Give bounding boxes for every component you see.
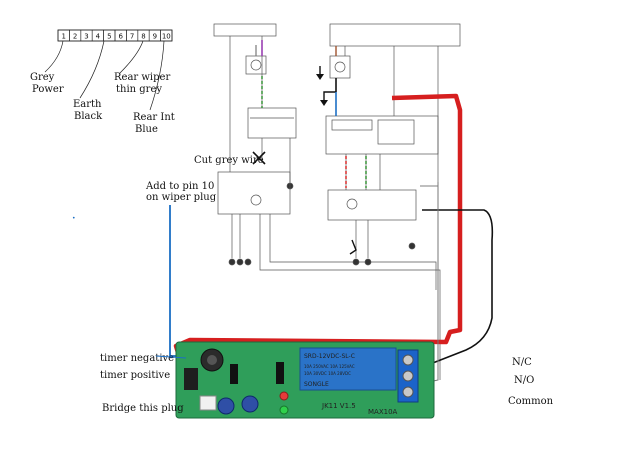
- label-no: N/O: [514, 375, 534, 386]
- label-rear-int-2: Blue: [135, 124, 158, 135]
- label-earth-2: Black: [74, 111, 103, 122]
- red-wire: [173, 93, 463, 369]
- label-cut-grey-wire: Cut grey wire: [194, 155, 264, 166]
- label-common: Common: [508, 396, 554, 407]
- label-earth-1: Earth: [73, 99, 102, 110]
- label-rear-int-1: Rear Int: [133, 112, 175, 123]
- relay-model-text: SRD-12VDC-SL-C: [304, 353, 355, 360]
- plug-pin-number: 2: [73, 33, 77, 41]
- label-rear-wiper-1: Rear wiper: [114, 72, 170, 83]
- plug-pin-number: 8: [141, 33, 145, 41]
- label-timer-positive: timer positive: [100, 370, 170, 381]
- plug-pin-number: 4: [96, 33, 101, 41]
- relay-body: [299, 347, 397, 391]
- label-add-pin-1: Add to pin 10: [145, 181, 214, 192]
- label-bridge-plug: Bridge this plug: [102, 403, 184, 414]
- plug-pin-number: 6: [118, 33, 123, 41]
- plug-pin-number: 7: [130, 33, 134, 41]
- plug-pin-number: 9: [153, 33, 157, 41]
- relay-rating-1: 10A 250VAC 10A 125VAC: [304, 364, 355, 369]
- label-add-pin-2: on wiper plug: [146, 192, 217, 203]
- plug-pin-number: 1: [61, 33, 65, 41]
- module-model: JK11 V1.5: [321, 402, 356, 410]
- blue-wire: [169, 205, 186, 357]
- pin-leader-lines: [44, 40, 165, 111]
- left-schematic: [213, 23, 441, 380]
- black-wire: [419, 209, 494, 369]
- right-schematic: [325, 23, 461, 266]
- relay-rating-2: 10A 30VDC 10A 28VDC: [304, 371, 351, 376]
- label-nc: N/C: [512, 357, 532, 368]
- relay-brand: SONGLE: [304, 381, 329, 388]
- plug-pin-number: 10: [162, 33, 171, 41]
- module-max-text: MAX10A: [368, 408, 398, 416]
- label-rear-wiper-2: thin grey: [116, 84, 162, 95]
- plug-pin-number: 3: [84, 33, 88, 41]
- relay-timer-module: SRD-12VDC-SL-C 10A 250VAC 10A 125VAC 10A…: [175, 341, 435, 419]
- label-timer-negative: timer negative: [100, 353, 174, 364]
- svg-text:•: •: [72, 215, 76, 222]
- cut-wire-marker: [252, 151, 266, 165]
- label-grey-power-2: Power: [32, 84, 64, 95]
- label-grey-power-1: Grey: [30, 72, 55, 83]
- plug-pin-cell: [160, 29, 173, 42]
- plug-pin-number: 5: [107, 33, 111, 41]
